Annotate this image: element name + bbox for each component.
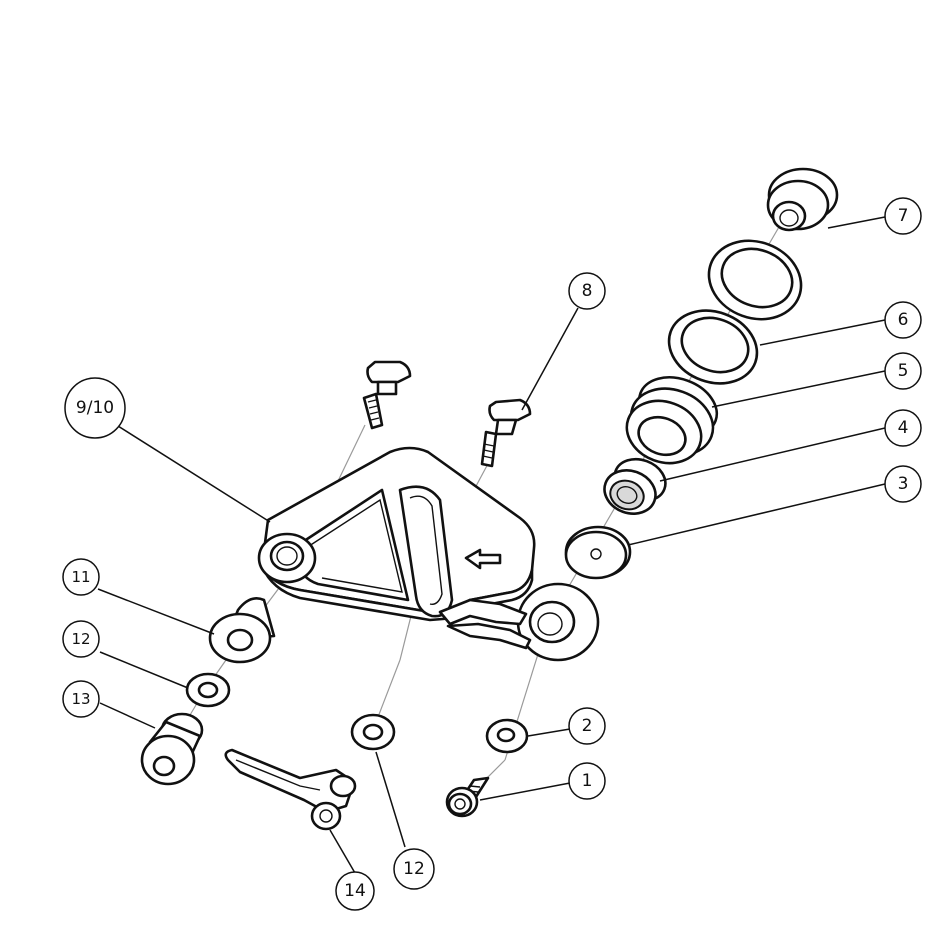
washer-part-12-center (352, 715, 394, 749)
balloon-13: 13 (63, 681, 99, 717)
balloon-7-label: 7 (898, 206, 909, 226)
bolt-part-8-left (364, 362, 410, 428)
balloon-2-label: 2 (582, 716, 593, 736)
knob-part-13 (142, 714, 202, 784)
balloon-12-bottom-label: 12 (403, 859, 425, 879)
balloon-11-label: 11 (71, 568, 90, 586)
washer-part-2 (487, 720, 527, 752)
lever-part-14 (226, 750, 355, 829)
screw-part-1 (447, 778, 488, 816)
balloon-12-bottom: 12 (394, 849, 434, 889)
balloon-11: 11 (63, 559, 99, 595)
balloon-5-label: 5 (898, 361, 909, 381)
balloon-13-label: 13 (71, 690, 90, 708)
balloon-8-label: 8 (582, 281, 593, 301)
balloon-6: 6 (885, 302, 921, 338)
balloon-14: 14 (336, 872, 374, 910)
balloon-2: 2 (569, 708, 605, 744)
balloon-4-label: 4 (898, 418, 909, 438)
balloon-1: 1 (569, 763, 605, 799)
balloon-3-label: 3 (898, 474, 909, 494)
balloon-5: 5 (885, 353, 921, 389)
balloon-7: 7 (885, 198, 921, 234)
balloon-9-10: 9/10 (65, 378, 125, 438)
balloon-14-label: 14 (344, 881, 366, 901)
balloon-3: 3 (885, 466, 921, 502)
main-arm-part-9-10 (259, 448, 598, 660)
sleeve-part-11 (210, 598, 274, 662)
balloon-4: 4 (885, 410, 921, 446)
balloon-9-10-label: 9/10 (76, 398, 114, 418)
balloon-8: 8 (569, 273, 605, 309)
balloon-1-label: 1 (582, 771, 593, 791)
washer-part-12-left (187, 674, 229, 706)
balloon-12-left-label: 12 (71, 630, 90, 648)
balloon-12-left: 12 (63, 621, 99, 657)
balloon-6-label: 6 (898, 310, 909, 330)
cap-part-7 (768, 169, 837, 230)
washer-part-3 (566, 527, 630, 578)
